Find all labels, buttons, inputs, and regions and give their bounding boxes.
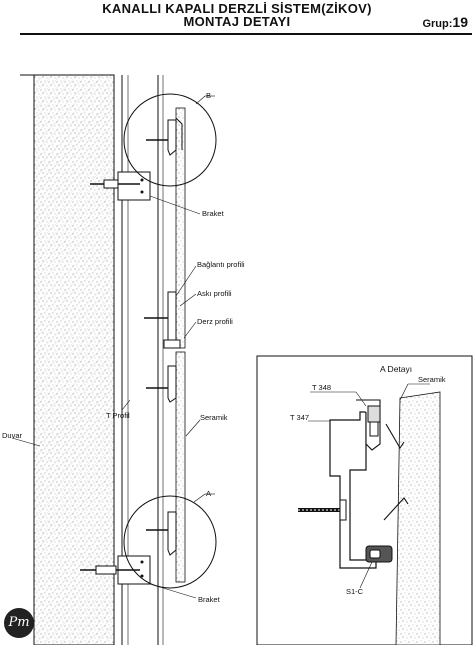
- detail-seramik: Seramik: [418, 375, 446, 384]
- clip-top: [146, 117, 183, 156]
- brand-logo: Pm: [4, 608, 34, 638]
- label-t-profil: T Profil: [106, 411, 130, 420]
- grup-value: 19: [452, 14, 468, 30]
- label-derz-profili: Derz profili: [197, 317, 233, 326]
- wall: [20, 74, 115, 645]
- detail-t348: T 348: [312, 383, 331, 392]
- detail-t347: T 347: [290, 413, 309, 422]
- leader-lines: [11, 95, 215, 599]
- grup-label: Grup:: [422, 18, 453, 30]
- clip-bottom: [146, 511, 177, 556]
- bracket-top: [90, 171, 151, 201]
- title-line-1: KANALLI KAPALI DERZLİ SİSTEM(ZİKOV): [102, 1, 372, 16]
- label-duvar: Duvar: [2, 431, 23, 440]
- label-seramik: Seramik: [200, 413, 228, 422]
- label-braket-bottom: Braket: [198, 595, 221, 604]
- grup-number: Grup:19: [422, 14, 468, 30]
- logo-text: Pm: [8, 615, 30, 630]
- label-a: A: [206, 489, 211, 498]
- detail-circle-b: [123, 93, 217, 187]
- detail-s1c: S1-C: [346, 587, 364, 596]
- t-profile-rail: [121, 75, 164, 645]
- detail-title: A Detayı: [380, 364, 412, 374]
- detail-circle-a: [123, 495, 217, 589]
- label-baglanti-profili: Bağlantı profili: [197, 260, 245, 269]
- clip-lower: [146, 365, 177, 403]
- label-b: B: [206, 91, 211, 100]
- header-rule: [20, 33, 472, 35]
- clip-middle: [144, 291, 181, 349]
- title-line-2: MONTAJ DETAYI: [183, 14, 291, 29]
- label-aski-profili: Askı profili: [197, 289, 232, 298]
- label-braket-top: Braket: [202, 209, 225, 218]
- detail-panel: [256, 355, 473, 645]
